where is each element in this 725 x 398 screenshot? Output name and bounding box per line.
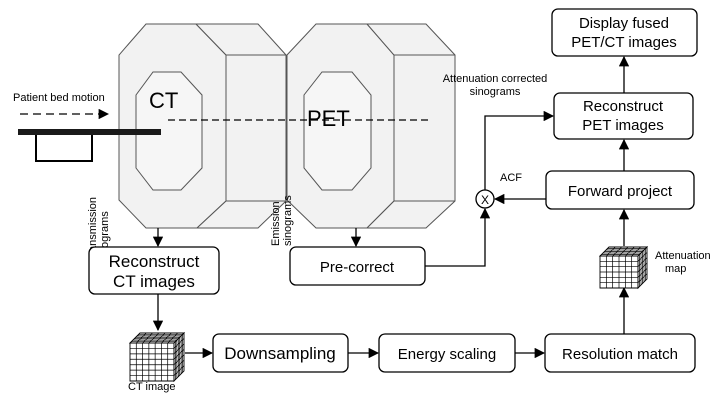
emission-sinograms-label: Emission sinograms	[270, 195, 294, 246]
reconstruct-ct-box: Reconstruct CT images	[88, 246, 220, 295]
acf-label: ACF	[500, 172, 522, 184]
reconstruct-pet-box: Reconstruct PET images	[553, 92, 694, 140]
energy-scaling-box: Energy scaling	[378, 333, 516, 373]
multiply-node: X	[475, 189, 495, 209]
pre-correct-box: Pre-correct	[289, 246, 426, 286]
pet-label: PET	[307, 106, 350, 131]
resolution-match-box: Resolution match	[544, 333, 696, 373]
ct-image-label: CT image	[128, 381, 175, 393]
svg-text:Downsampling: Downsampling	[224, 344, 336, 363]
svg-text:Energy scaling: Energy scaling	[398, 346, 496, 363]
patient-bed	[18, 129, 161, 162]
ct-scanner: CT	[118, 23, 287, 229]
ct-label: CT	[149, 88, 178, 113]
svg-text:Attenuation corrected: Attenuation corrected	[443, 73, 548, 85]
pet-scanner: PET	[286, 23, 456, 229]
forward-project-box: Forward project	[545, 170, 695, 210]
svg-text:PET/CT images: PET/CT images	[571, 34, 677, 51]
svg-text:Attenuation: Attenuation	[655, 250, 711, 262]
svg-text:Pre-correct: Pre-correct	[320, 259, 395, 276]
svg-text:CT images: CT images	[113, 272, 195, 291]
patient-bed-motion-label: Patient bed motion	[13, 92, 105, 104]
attenuation-corrected-label: Attenuation corrected sinograms	[443, 73, 548, 98]
svg-text:X: X	[481, 193, 489, 207]
precorrect-to-multiply-arrow	[425, 207, 491, 267]
downsampling-box: Downsampling	[212, 333, 349, 373]
svg-text:Reconstruct: Reconstruct	[109, 252, 200, 271]
svg-text:Forward project: Forward project	[568, 183, 673, 200]
svg-text:sinograms: sinograms	[470, 86, 521, 98]
display-fused-box: Display fused PET/CT images	[551, 8, 698, 57]
svg-text:Resolution match: Resolution match	[562, 346, 678, 363]
svg-text:PET images: PET images	[582, 117, 663, 134]
svg-text:Display fused: Display fused	[579, 15, 669, 32]
svg-text:Reconstruct: Reconstruct	[583, 98, 664, 115]
attenuation-map-cube-icon	[598, 245, 649, 290]
multiply-to-reconstruct-pet-arrow	[484, 110, 555, 190]
attenuation-map-label: Attenuation map	[655, 250, 711, 275]
svg-text:map: map	[665, 263, 686, 275]
ct-image-cube-icon	[128, 331, 186, 383]
